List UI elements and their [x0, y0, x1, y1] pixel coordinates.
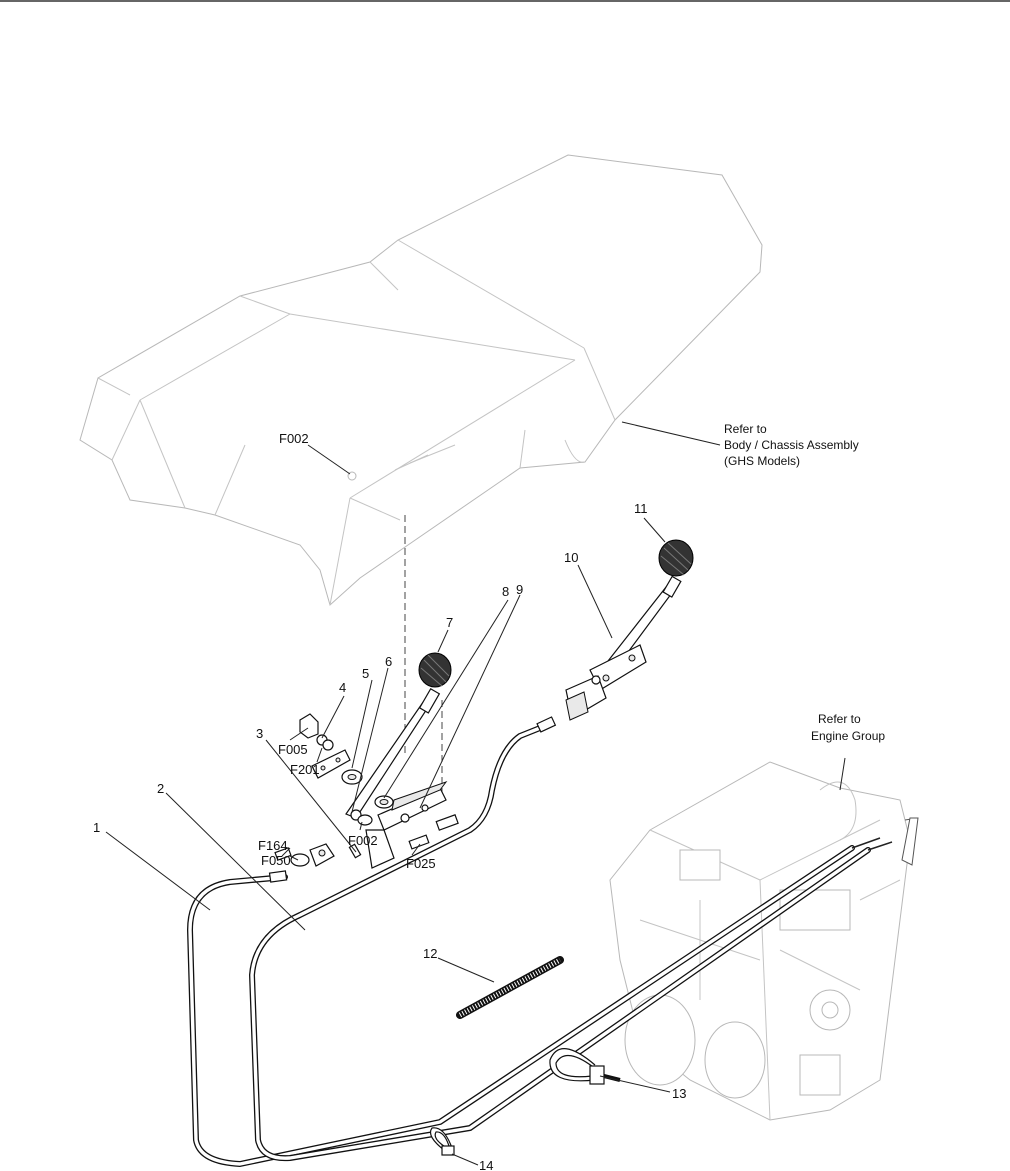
ref-engine-line1: Refer to — [818, 712, 861, 726]
fastener-f002-top: F002 — [279, 431, 309, 446]
body-chassis-outline — [79, 154, 763, 606]
callout-7: 7 — [446, 615, 453, 630]
callout-8: 8 — [502, 584, 509, 599]
ref-body-line3: (GHS Models) — [724, 454, 800, 468]
fastener-f002-bottom: F002 — [348, 833, 378, 848]
callout-14: 14 — [479, 1158, 493, 1171]
callout-2: 2 — [157, 781, 164, 796]
knob-7-shading — [420, 654, 450, 687]
reference-body-chassis: Refer to Body / Chassis Assembly (GHS Mo… — [724, 422, 859, 468]
callout-9: 9 — [516, 582, 523, 597]
fastener-f025: F025 — [406, 856, 436, 871]
threaded-rod-12 — [456, 956, 564, 1019]
callout-5: 5 — [362, 666, 369, 681]
callout-13: 13 — [672, 1086, 686, 1101]
fastener-f164: F164 — [258, 838, 288, 853]
fastener-f050: F050 — [261, 853, 291, 868]
callout-10: 10 — [564, 550, 578, 565]
ref-body-line2: Body / Chassis Assembly — [724, 438, 859, 452]
choke-lever-assembly — [565, 575, 682, 721]
reference-engine-group: Refer to Engine Group — [811, 712, 885, 743]
cable-ferrule-2 — [536, 716, 557, 733]
leader-lines — [105, 421, 846, 1166]
cable-2 — [249, 723, 871, 1162]
ref-engine-line2: Engine Group — [811, 729, 885, 743]
cable-end-2 — [867, 841, 893, 851]
ref-body-line1: Refer to — [724, 422, 767, 436]
callout-12: 12 — [423, 946, 437, 961]
fastener-f005: F005 — [278, 742, 308, 757]
cable-tie-13 — [549, 1048, 621, 1085]
cable-1 — [187, 845, 855, 1167]
callout-1: 1 — [93, 820, 100, 835]
callout-6: 6 — [385, 654, 392, 669]
engine-outline — [609, 761, 919, 1121]
cable-ferrule-1 — [268, 870, 288, 883]
cable-end-1 — [851, 837, 881, 849]
callout-11: 11 — [634, 501, 648, 516]
throttle-lever-assembly — [274, 688, 459, 869]
callout-4: 4 — [339, 680, 346, 695]
callout-3: 3 — [256, 726, 263, 741]
knob-11-shading — [660, 542, 692, 576]
cable-tie-14 — [429, 1127, 455, 1156]
fastener-f201: F201 — [290, 762, 320, 777]
